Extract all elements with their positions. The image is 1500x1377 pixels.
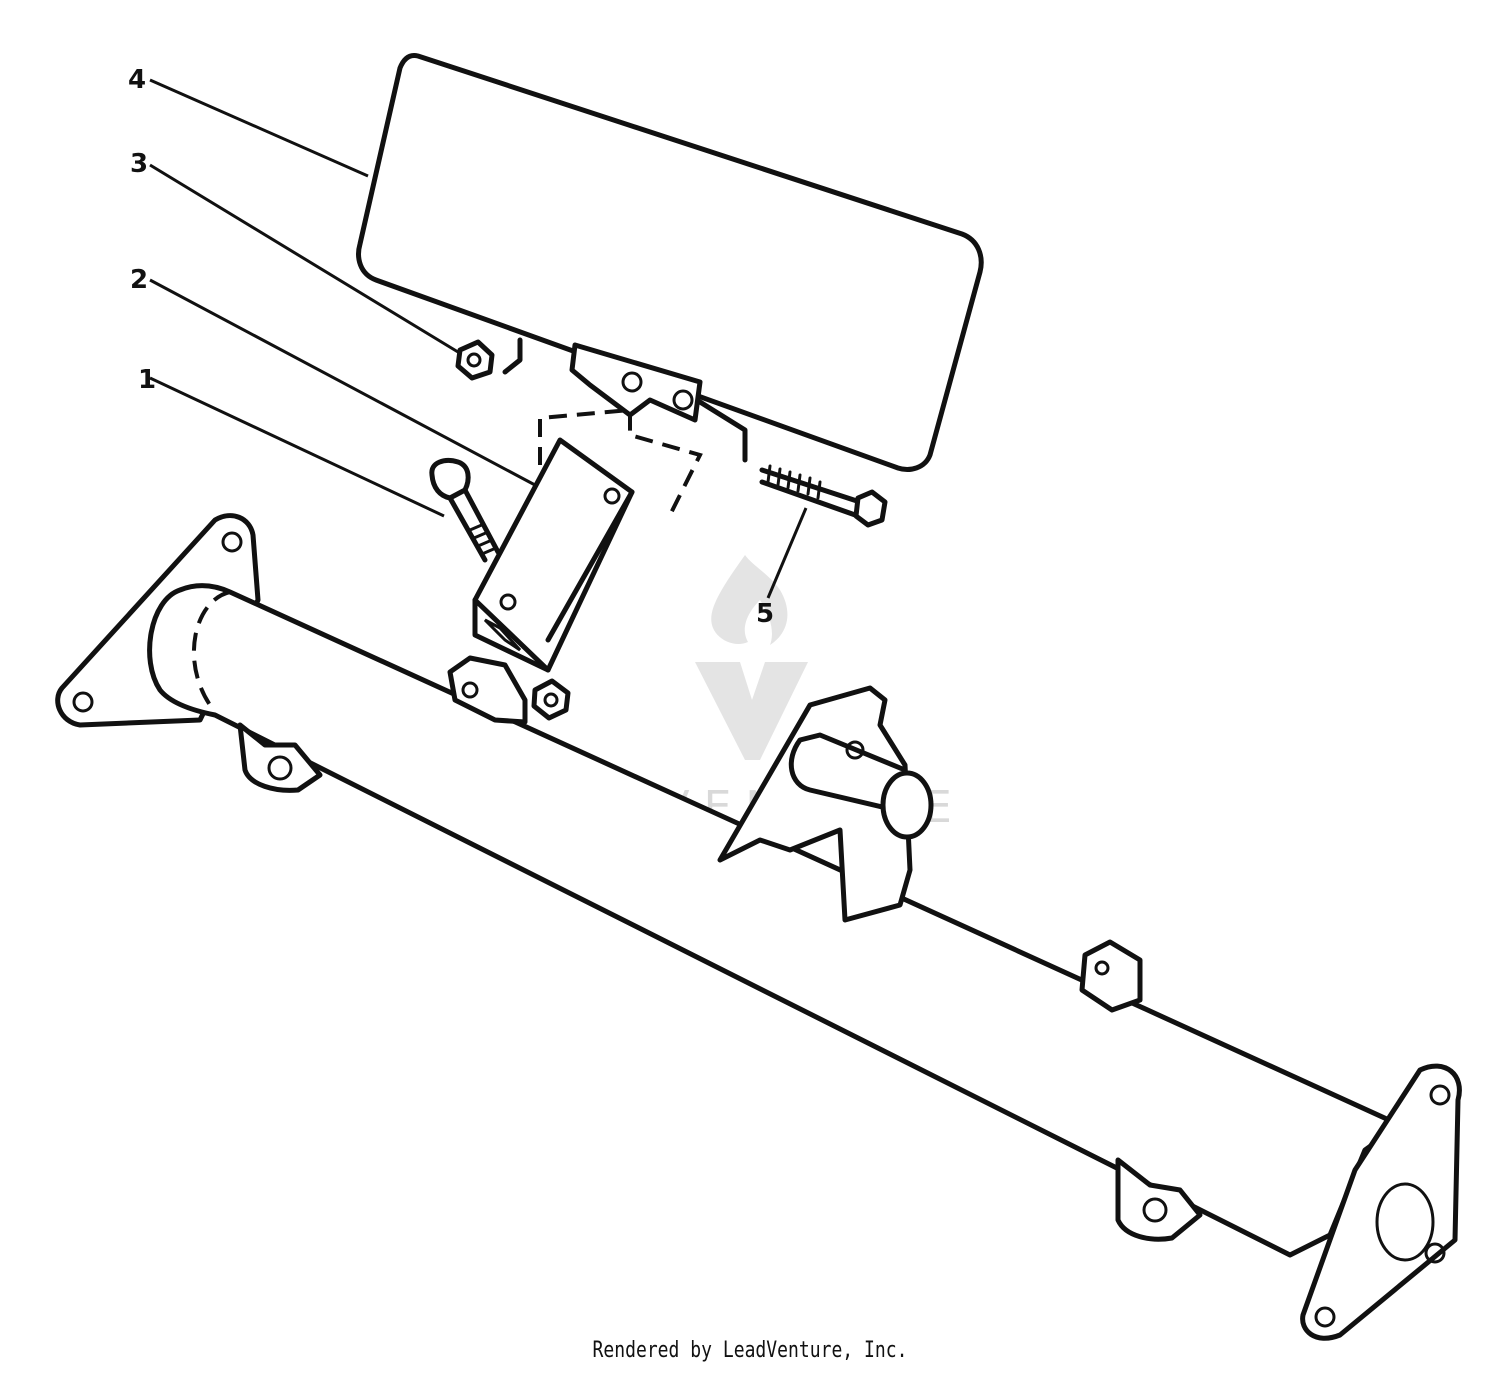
callout-3: 3: [130, 149, 148, 179]
hinge-hole-left: [621, 371, 643, 393]
bolt-1-shank: [447, 487, 501, 563]
square-tube-bottom-edge: [472, 597, 551, 673]
nut-3: [455, 339, 495, 381]
callout-5: 5: [756, 599, 774, 629]
nut-3-bore: [466, 352, 482, 368]
leader-2: [149, 278, 536, 487]
pivot-hole: [845, 740, 865, 760]
panel: [356, 53, 984, 472]
hinge-hole-right: [672, 389, 694, 411]
lower-nut: [531, 678, 571, 721]
square-tube-hole-side: [603, 487, 621, 505]
bolt-1-thread: [468, 522, 498, 556]
left-plate-hole-bottom: [72, 691, 94, 713]
panel-hinge-bracket: [569, 342, 703, 423]
left-plate-hole-top: [221, 531, 243, 553]
callout-1: 1: [138, 365, 156, 395]
square-tube-corner-edge: [545, 489, 635, 643]
square-tube-bracket: [472, 407, 703, 673]
center-mount-hole: [461, 681, 479, 699]
nut-3-hex: [455, 339, 495, 381]
v-watermark-icon: [695, 662, 808, 760]
leader-lines: [149, 78, 808, 599]
lower-nut-bore: [543, 692, 559, 708]
bolt-1: [429, 458, 501, 563]
tube-lug-hole: [1094, 960, 1110, 976]
leader-1: [149, 376, 445, 518]
bolt-5: [759, 464, 888, 528]
right-plate-hole-top: [1429, 1084, 1451, 1106]
left-hanger-hole: [267, 755, 293, 781]
panel-bracket-dashes: [502, 337, 748, 463]
mount-alignment-dashes: [538, 407, 703, 516]
axle-tube: [147, 583, 1403, 1258]
callout-2: 2: [130, 265, 148, 295]
right-hanger-hole: [1142, 1197, 1168, 1223]
panel-assembly: [356, 53, 984, 472]
right-plate-hole-bottom: [1314, 1306, 1336, 1328]
callout-labels: 4 3 2 1 5: [128, 65, 774, 629]
tube-end-hidden: [191, 590, 231, 707]
tube-lug-block: [1079, 939, 1143, 1013]
bolt-5-thread: [766, 464, 822, 500]
right-plate-hole-mid: [1424, 1242, 1446, 1264]
right-plate-bore: [1375, 1182, 1435, 1262]
leader-4: [149, 78, 369, 178]
pivot-pin-end: [880, 770, 934, 840]
axle-assembly: [55, 513, 1462, 1341]
render-credit: Rendered by LeadVenture, Inc.: [592, 1338, 908, 1363]
square-tube-opening: [483, 618, 522, 652]
callout-4: 4: [128, 65, 146, 95]
lower-nut-hex: [531, 678, 571, 721]
center-mount-block: [447, 655, 528, 725]
leader-5: [766, 507, 808, 599]
leader-3: [149, 163, 459, 354]
bolt-5-head: [853, 489, 888, 528]
flame-watermark-icon: [711, 555, 788, 645]
bolt-1-head: [429, 458, 471, 501]
square-tube-hole-front: [499, 593, 517, 611]
